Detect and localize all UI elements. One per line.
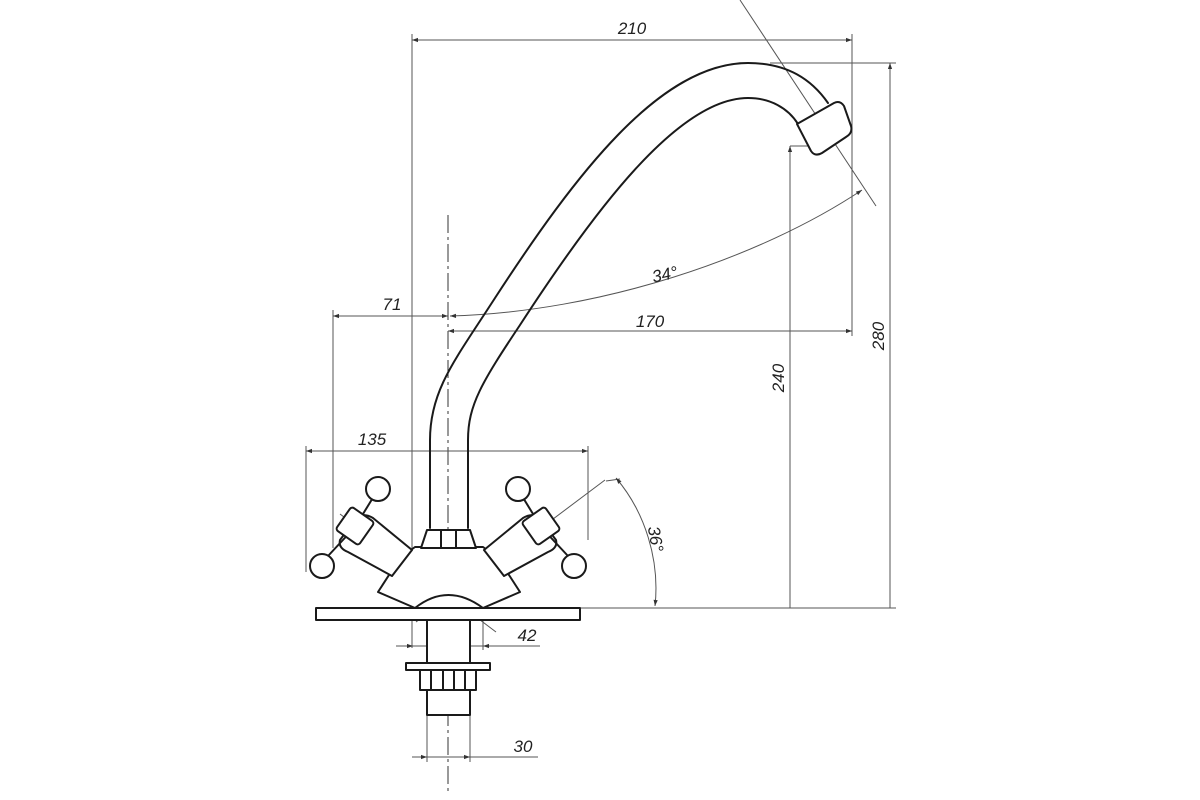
dim-34-angle: 34° [449, 189, 863, 318]
dim-30-label: 30 [514, 737, 533, 756]
cold-handle [309, 476, 413, 579]
dim-170-label: 170 [636, 312, 665, 331]
dim-36-angle: 36° [615, 477, 667, 607]
dim-135: 135 [306, 430, 588, 454]
base-plate [315, 607, 581, 621]
dim-240-label: 240 [769, 363, 788, 393]
dim-170: 170 [448, 312, 852, 334]
hot-handle [483, 476, 587, 579]
mounting-nut [419, 669, 477, 691]
washer [405, 662, 491, 671]
mounting-shank [405, 619, 491, 716]
aerator [796, 101, 853, 156]
dim-42: 42 [396, 626, 540, 649]
dim-42-label: 42 [518, 626, 537, 645]
dim-280: 280 [869, 63, 893, 608]
dim-240: 240 [769, 146, 793, 608]
dim-210: 210 [412, 19, 852, 43]
dim-34-label: 34° [650, 263, 679, 287]
hex-nut [420, 529, 477, 549]
dim-71-label: 71 [383, 295, 402, 314]
dim-36-label: 36° [644, 525, 667, 554]
dim-135-label: 135 [358, 430, 387, 449]
dim-280-label: 280 [869, 321, 888, 351]
dim-71: 71 [333, 295, 448, 319]
extension-lines [305, 0, 896, 762]
dim-210-label: 210 [617, 19, 647, 38]
spout [429, 62, 853, 529]
dim-30: 30 [412, 737, 538, 760]
